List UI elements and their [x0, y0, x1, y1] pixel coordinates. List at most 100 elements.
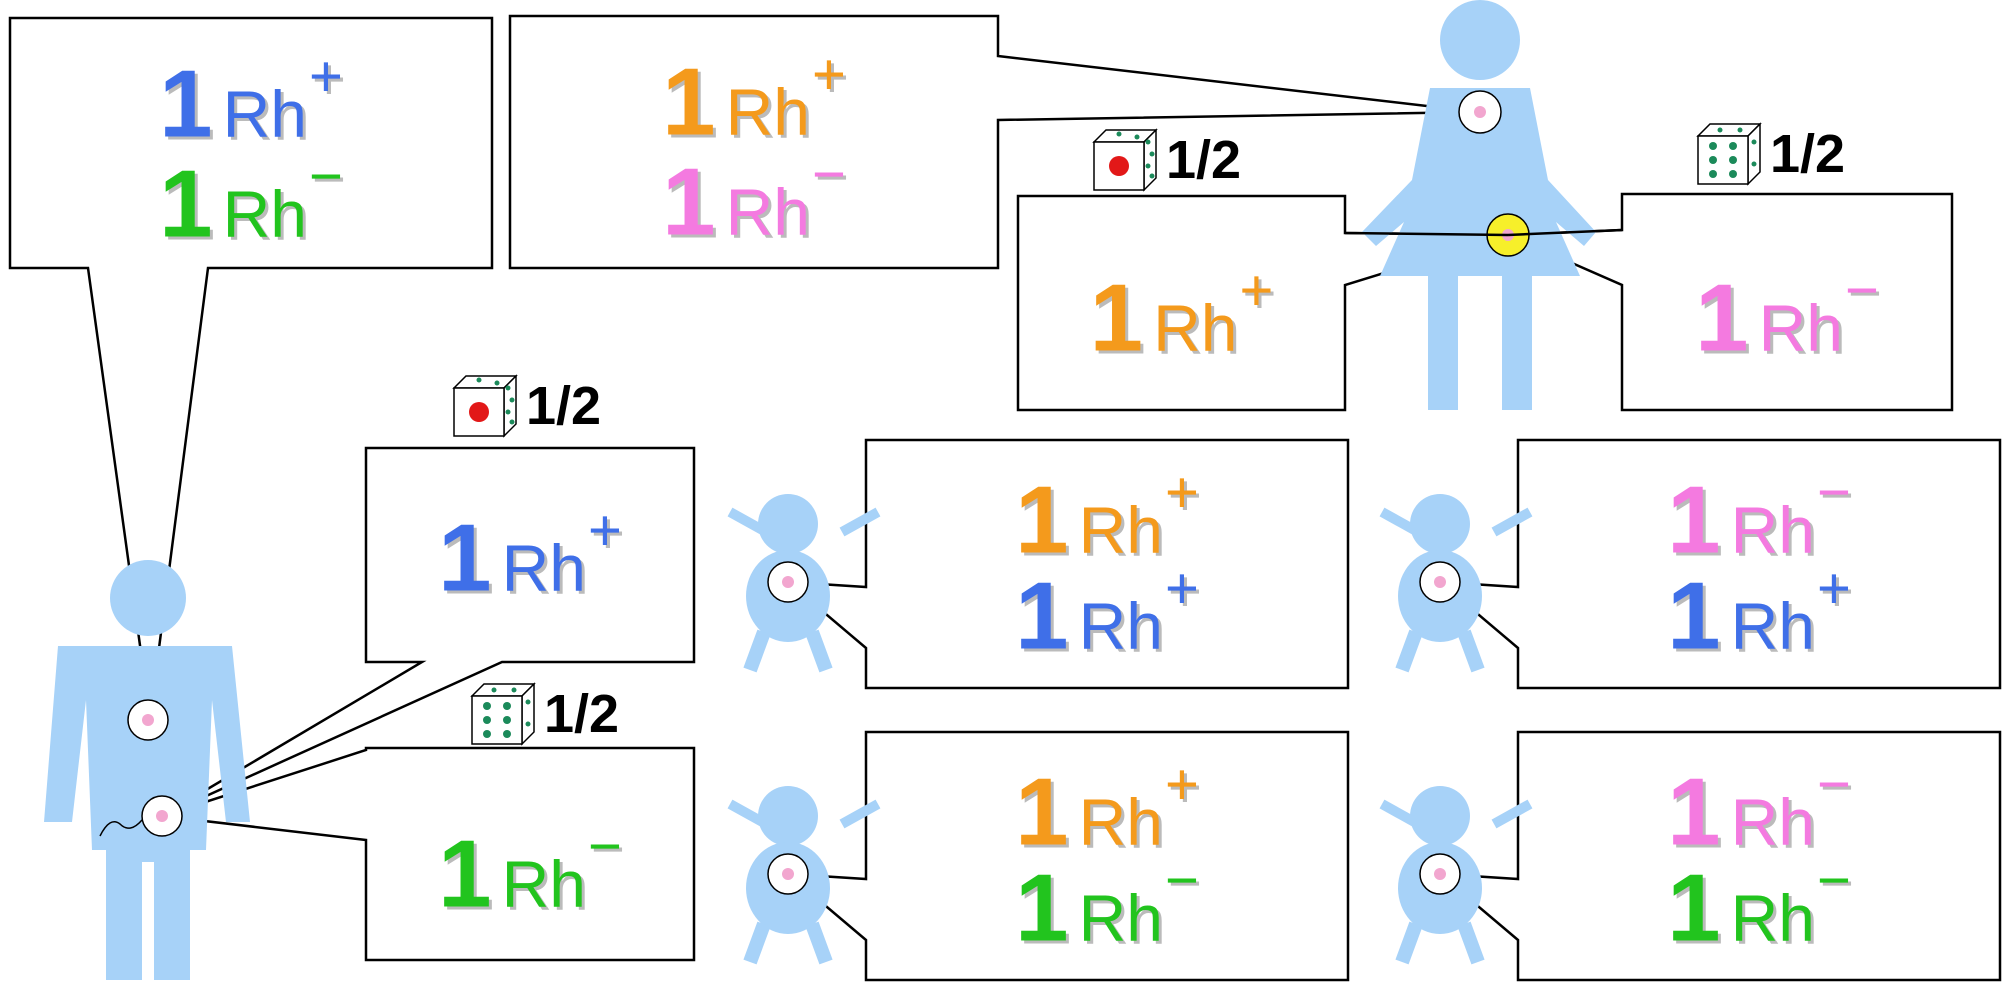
- allele-rh: Rh: [1730, 588, 1815, 663]
- allele-rh: Rh: [1078, 784, 1163, 859]
- allele-count: 1: [438, 820, 491, 928]
- allele-rh: Rh: [1730, 880, 1815, 955]
- baby-figure-icon: [727, 494, 881, 673]
- allele-sign: +: [1164, 752, 1199, 817]
- person-figure-icon: [44, 560, 250, 980]
- allele-sign: +: [1164, 460, 1199, 525]
- allele-rh: Rh: [501, 846, 586, 921]
- allele-sign: −: [1816, 848, 1851, 913]
- allele-rh: Rh: [501, 530, 586, 605]
- mother-genotype-callout: [508, 14, 1479, 270]
- probability-label: 1/2: [526, 376, 602, 436]
- allele-sign: +: [1816, 556, 1851, 621]
- person-figure-icon: [1362, 0, 1596, 410]
- allele-sign: −: [1164, 848, 1199, 913]
- egg-minus-probability: 1/2: [1696, 122, 1845, 186]
- allele-count: 1: [1695, 264, 1748, 372]
- egg-plus-probability: 1/2: [1092, 128, 1241, 192]
- allele-rh: Rh: [1078, 880, 1163, 955]
- baby-figure-icon: [727, 786, 881, 965]
- allele-rh: Rh: [1758, 290, 1843, 365]
- allele-count: 1: [662, 148, 715, 256]
- allele-count: 1: [159, 150, 212, 258]
- allele-rh: Rh: [222, 176, 307, 251]
- allele-count: 1: [1667, 466, 1720, 574]
- allele-rh: Rh: [222, 76, 307, 151]
- allele-rh: Rh: [1730, 492, 1815, 567]
- father-genotype-callout: [8, 16, 494, 719]
- allele-rh: Rh: [725, 174, 810, 249]
- allele-count: 1: [1015, 854, 1068, 962]
- allele-sign: +: [811, 42, 846, 107]
- allele-sign: −: [1816, 752, 1851, 817]
- allele-rh: Rh: [1078, 588, 1163, 663]
- child-1-callout: [784, 438, 1350, 690]
- child-4-callout: [1436, 730, 2002, 982]
- sperm-minus-probability: 1/2: [470, 682, 619, 746]
- allele-sign: −: [308, 144, 343, 209]
- sperm-rh-plus-callout: [161, 446, 696, 818]
- probability-label: 1/2: [1770, 124, 1846, 184]
- allele-count: 1: [438, 504, 491, 612]
- die-icon: [1092, 128, 1158, 192]
- allele-sign: −: [811, 142, 846, 207]
- allele-count: 1: [1667, 562, 1720, 670]
- allele-sign: +: [308, 44, 343, 109]
- allele-sign: +: [587, 498, 622, 563]
- allele-sign: −: [1844, 258, 1879, 323]
- sperm-plus-probability: 1/2: [452, 374, 601, 438]
- allele-sign: −: [587, 814, 622, 879]
- die-icon: [470, 682, 536, 746]
- allele-sign: +: [1239, 258, 1274, 323]
- child-2-callout: [1436, 438, 2002, 690]
- die-icon: [1696, 122, 1762, 186]
- allele-rh: Rh: [1730, 784, 1815, 859]
- baby-figure-icon: [1379, 494, 1533, 673]
- baby-figure-icon: [1379, 786, 1533, 965]
- allele-sign: +: [1164, 556, 1199, 621]
- allele-count: 1: [1667, 854, 1720, 962]
- allele-count: 1: [1015, 758, 1068, 866]
- allele-count: 1: [159, 50, 212, 158]
- probability-label: 1/2: [1166, 130, 1242, 190]
- allele-count: 1: [662, 48, 715, 156]
- allele-count: 1: [1015, 466, 1068, 574]
- allele-sign: −: [1816, 460, 1851, 525]
- allele-rh: Rh: [725, 74, 810, 149]
- allele-count: 1: [1667, 758, 1720, 866]
- sperm-rh-minus-callout: [161, 746, 696, 962]
- probability-label: 1/2: [544, 684, 620, 744]
- die-icon: [452, 374, 518, 438]
- child-3-callout: [784, 730, 1350, 982]
- allele-rh: Rh: [1078, 492, 1163, 567]
- allele-count: 1: [1015, 562, 1068, 670]
- allele-count: 1: [1089, 264, 1143, 372]
